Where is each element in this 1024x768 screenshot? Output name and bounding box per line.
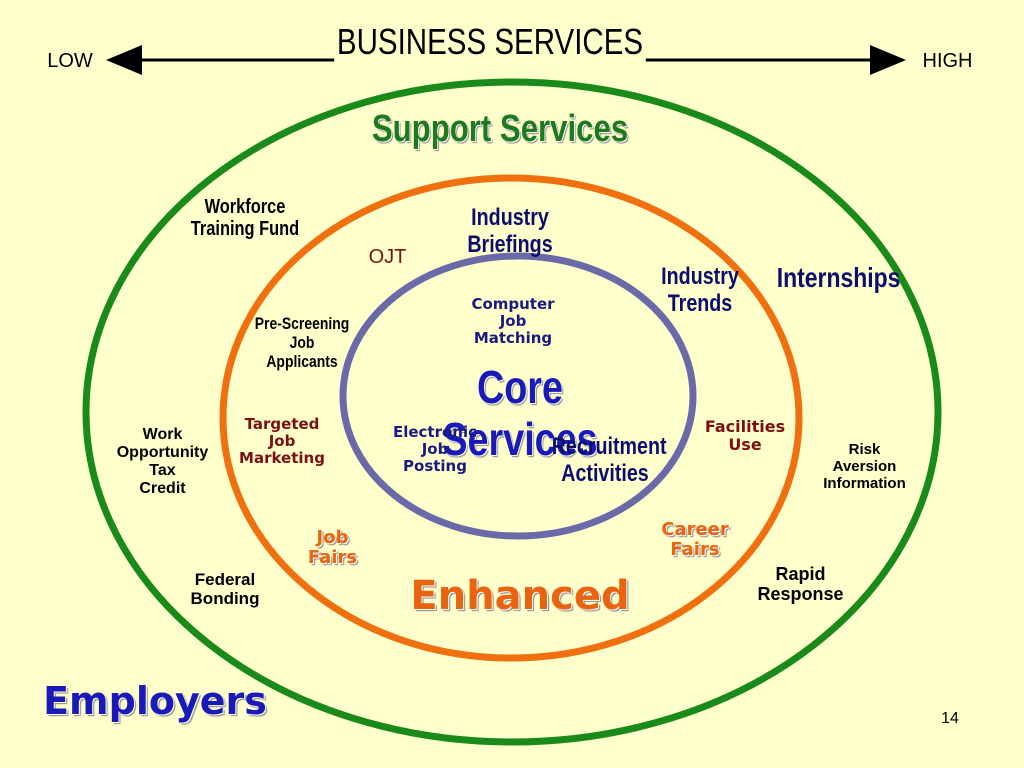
- scale-high-label: HIGH: [922, 50, 973, 72]
- inner-ring: [339, 252, 697, 540]
- page-number: 14: [941, 710, 959, 727]
- job-fairs-label: Job Fairs: [307, 527, 358, 569]
- workforce-training-fund-label: Workforce Training Fund: [190, 196, 300, 241]
- employers-label: Employers: [43, 679, 267, 723]
- work-opportunity-tax-credit-label: Work Opportunity Tax Credit: [116, 426, 209, 497]
- electronic-job-posting-label: Electronic Job Posting: [392, 423, 478, 475]
- career-fairs-label: Career Fairs: [661, 519, 729, 561]
- diagram-title: BUSINESS SERVICES: [334, 21, 646, 63]
- industry-trends-label: Industry Trends: [661, 263, 739, 317]
- targeted-job-marketing-label: Targeted Job Marketing: [239, 415, 325, 467]
- ojt-label: OJT: [368, 246, 407, 268]
- federal-bonding-label: Federal Bonding: [190, 570, 260, 609]
- support-services-label: Support Services: [371, 108, 629, 150]
- recruitment-activities-label: Recruitment Activities: [551, 433, 667, 487]
- computer-job-matching-label: Computer Job Matching: [471, 295, 555, 347]
- outer-ring: [82, 78, 942, 746]
- internships-label: Internships: [776, 262, 901, 293]
- rapid-response-label: Rapid Response: [757, 564, 844, 605]
- scale-low-label: LOW: [47, 50, 93, 72]
- facilities-use-label: Facilities Use: [704, 417, 786, 454]
- middle-ring: [219, 174, 803, 662]
- industry-briefings-label: Industry Briefings: [467, 204, 553, 258]
- risk-aversion-information-label: Risk Aversion Information: [823, 441, 906, 492]
- core-services-label: Core Services: [442, 361, 598, 465]
- enhanced-label: Enhanced: [410, 573, 630, 619]
- pre-screening-label: Pre-Screening Job Applicants: [254, 314, 350, 372]
